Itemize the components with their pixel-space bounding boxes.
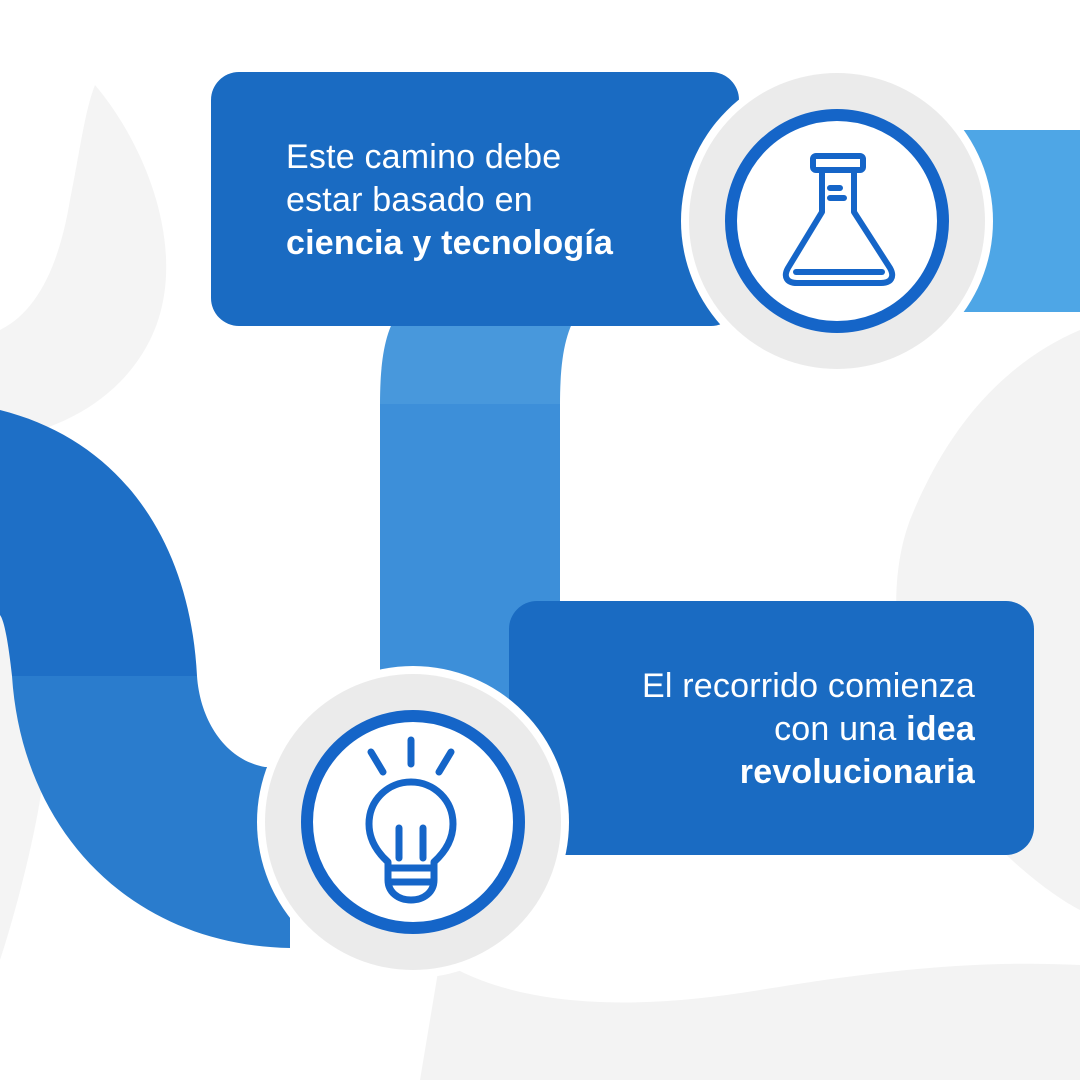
curved-pipe-upper xyxy=(0,410,197,676)
step-card-science-line-2: estar basado en xyxy=(286,181,533,219)
background-blob-left xyxy=(0,85,167,440)
step-card-idea-highlight-2: revolucionaria xyxy=(739,753,975,791)
connector-pipe-top xyxy=(380,310,580,405)
step-card-idea-highlight-1: idea xyxy=(906,710,975,748)
lightbulb-icon xyxy=(365,736,457,904)
step-card-science-highlight: ciencia y tecnología xyxy=(286,224,614,262)
step-card-idea-line-2: con una xyxy=(774,710,907,748)
step-card-idea-line-1: El recorrido comienza xyxy=(642,667,975,705)
background-blob-bottom xyxy=(420,960,1080,1080)
step-card-science: Este camino debe estar basado en ciencia… xyxy=(211,72,739,326)
step-card-idea: El recorrido comienza con una idea revol… xyxy=(509,601,1034,855)
flask-icon xyxy=(782,153,896,286)
step-card-science-line-1: Este camino debe xyxy=(286,138,562,176)
curved-pipe-lower xyxy=(12,676,290,948)
